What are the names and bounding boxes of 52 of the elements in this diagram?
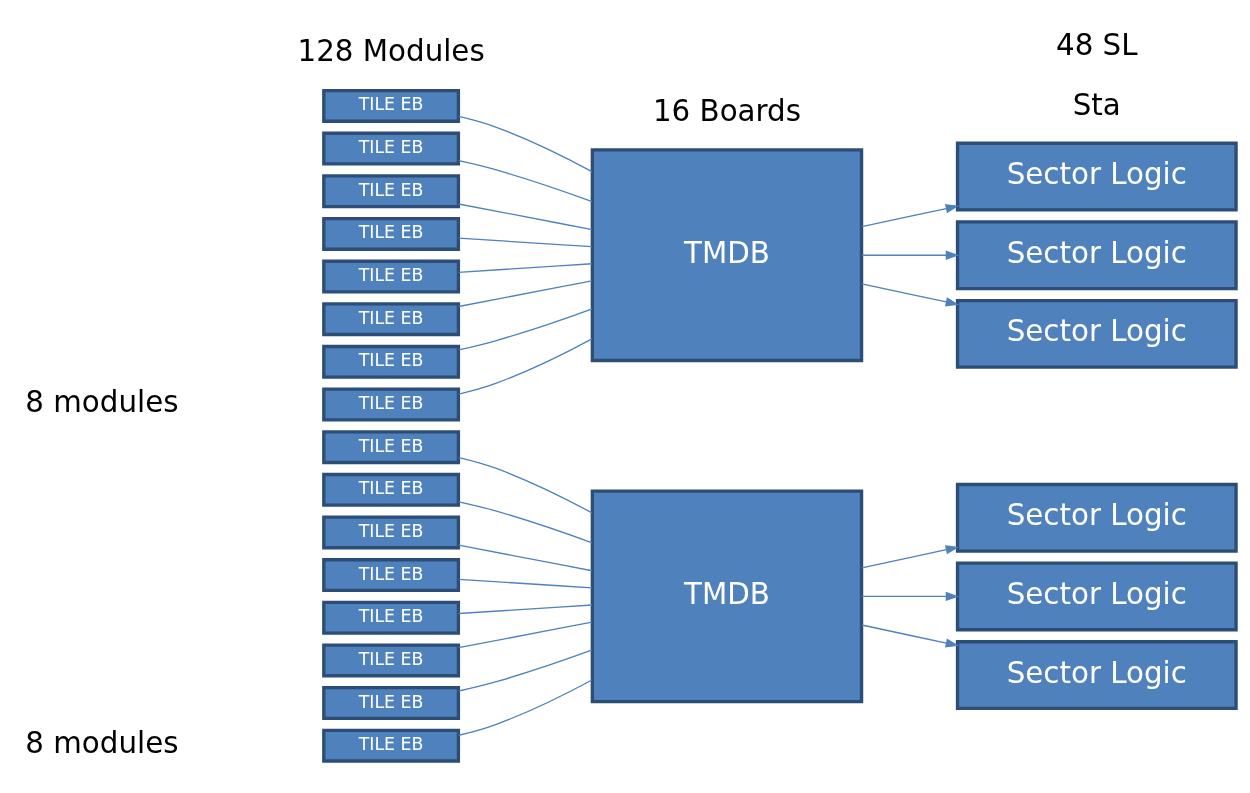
- node-box: TILE EB: [322, 216, 461, 251]
- arrow: [861, 283, 959, 307]
- node-box: TILE EB: [322, 558, 461, 593]
- label: 128 Modules: [297, 34, 485, 69]
- arrow: [861, 591, 960, 602]
- node-box: TILE EB: [322, 515, 461, 550]
- connector: [458, 263, 593, 273]
- label: 8 modules: [25, 384, 179, 419]
- node-box: Sector Logic: [955, 482, 1238, 553]
- connector: [458, 621, 593, 649]
- node-box: TILE EB: [322, 728, 461, 763]
- connector: [458, 203, 593, 231]
- connector: [458, 544, 593, 572]
- arrow: [861, 204, 959, 228]
- connector: [458, 115, 593, 173]
- node-box: Sector Logic: [955, 220, 1238, 291]
- node-box: TILE EB: [322, 686, 461, 721]
- label: 48 SL: [1056, 27, 1138, 62]
- node-box: TMDB: [590, 148, 864, 363]
- connector: [458, 456, 593, 514]
- connector: [458, 604, 593, 615]
- label: Sta: [1072, 87, 1121, 122]
- connector: [458, 280, 593, 308]
- connector: [458, 308, 593, 351]
- node-box: TILE EB: [322, 88, 461, 123]
- connector: [458, 159, 593, 203]
- node-box: TILE EB: [322, 472, 461, 507]
- node-box: TMDB: [590, 489, 864, 704]
- node-box: TILE EB: [322, 643, 461, 678]
- node-box: Sector Logic: [955, 298, 1238, 369]
- node-box: TILE EB: [322, 387, 461, 422]
- label: 8 modules: [25, 726, 179, 761]
- connector: [458, 679, 593, 736]
- node-box: Sector Logic: [955, 640, 1238, 711]
- node-box: Sector Logic: [955, 141, 1238, 212]
- node-box: TILE EB: [322, 259, 461, 294]
- node-box: Sector Logic: [955, 561, 1238, 632]
- label: 16 Boards: [652, 94, 801, 129]
- node-box: TILE EB: [322, 430, 461, 465]
- arrow: [861, 624, 959, 648]
- arrow: [861, 545, 959, 569]
- node-box: TILE EB: [322, 131, 461, 166]
- arrow: [861, 250, 960, 260]
- node-box: TILE EB: [322, 600, 461, 635]
- connector: [458, 649, 593, 692]
- connector: [458, 237, 593, 248]
- node-box: TILE EB: [322, 302, 461, 337]
- connector: [458, 501, 593, 544]
- node-box: TILE EB: [322, 174, 461, 209]
- node-box: TILE EB: [322, 344, 461, 379]
- connector: [458, 338, 593, 395]
- connector: [458, 578, 593, 589]
